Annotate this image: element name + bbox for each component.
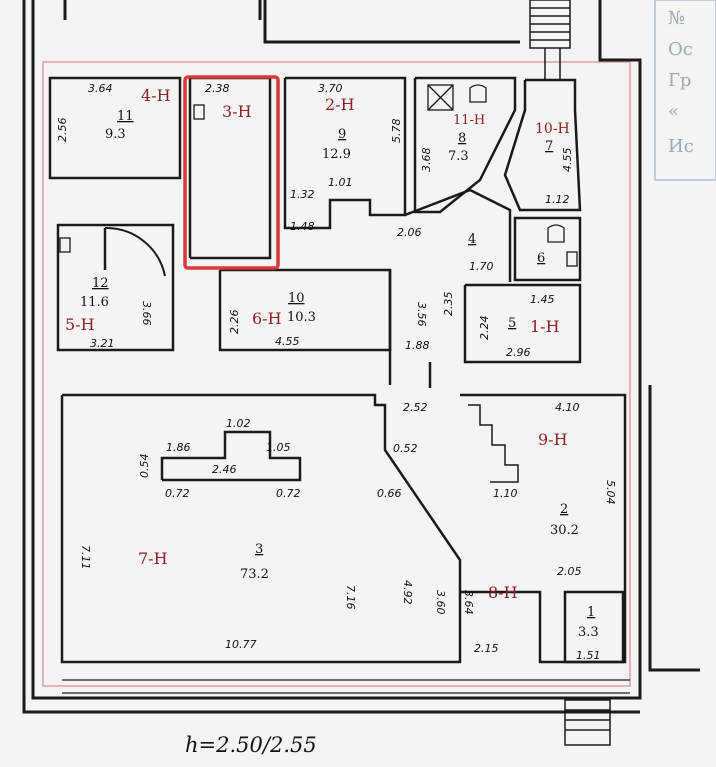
stamp-line-5: Ис — [668, 136, 694, 157]
room-3-area: 73.2 — [240, 567, 269, 582]
room-2-area: 30.2 — [550, 523, 579, 538]
dim-label: 5.04 — [604, 480, 617, 505]
dim-label: 1.10 — [493, 487, 518, 500]
dim-label: 4.10 — [555, 401, 580, 414]
room-10-area: 10.3 — [287, 310, 316, 325]
dim-label: 2.26 — [228, 310, 241, 335]
dim-label: 1.48 — [290, 220, 315, 233]
dim-label: 0.72 — [165, 487, 190, 500]
label-3n: 3-Н — [222, 102, 252, 121]
dim-label: 3.21 — [90, 337, 115, 350]
spiral-stair — [104, 226, 166, 277]
premise-3n-highlight[interactable] — [183, 75, 280, 270]
dim-label: 1.51 — [576, 649, 601, 662]
room-9-number: 9 — [338, 127, 346, 142]
room-3-number: 3 — [255, 542, 263, 557]
room-11-area: 9.3 — [105, 127, 126, 142]
dim-label: 1.32 — [290, 188, 315, 201]
dim-label: 2.35 — [442, 292, 455, 317]
room-6-number: 6 — [537, 251, 545, 266]
window-band — [62, 679, 630, 694]
label-1n: 1-Н — [530, 317, 560, 336]
dim-label: 2.96 — [506, 346, 531, 359]
dim-label: 3.70 — [318, 82, 343, 95]
dim-label: 1.12 — [545, 193, 570, 206]
dim-label: 2.06 — [397, 226, 422, 239]
dim-label: 2.05 — [557, 565, 582, 578]
dim-label: 10.77 — [225, 638, 257, 651]
dim-label: 4.55 — [275, 335, 300, 348]
dim-label: 7.16 — [344, 585, 357, 610]
ceiling-height-note: h=2.50/2.55 — [185, 733, 317, 757]
label-10n: 10-Н — [535, 121, 570, 137]
interior-walls — [48, 76, 627, 664]
outer-walls — [22, 0, 700, 714]
room-12-number: 12 — [92, 276, 109, 291]
dim-label: 1.01 — [328, 176, 353, 189]
label-7n: 7-Н — [138, 549, 168, 568]
room-11-number: 11 — [117, 109, 134, 124]
dim-label: 0.52 — [393, 442, 418, 455]
label-6n: 6-Н — [252, 309, 282, 328]
dim-label: 1.70 — [469, 260, 494, 273]
room-4-number: 4 — [468, 232, 476, 247]
dim-label: 0.66 — [377, 487, 402, 500]
room-9-area: 12.9 — [322, 147, 351, 162]
inner-stairs — [468, 404, 519, 483]
label-8n: 8-Н — [488, 583, 518, 602]
dim-label: 0.54 — [138, 454, 151, 479]
top-stairs — [529, 0, 571, 80]
dim-label: 4.55 — [561, 148, 574, 173]
dim-label: 1.05 — [266, 441, 291, 454]
dim-label: 2.56 — [56, 118, 69, 143]
dim-label: 2.38 — [205, 82, 230, 95]
room-8-area: 7.3 — [448, 149, 469, 164]
label-4n: 4-Н — [141, 86, 171, 105]
room-2-number: 2 — [560, 502, 568, 517]
dim-label: 3.64 — [462, 590, 475, 615]
stamp-line-2: Ос — [668, 39, 693, 60]
label-2n: 2-Н — [325, 95, 355, 114]
bottom-stairs — [564, 699, 611, 746]
dim-label: 1.02 — [226, 417, 251, 430]
label-11n: 11-Н — [453, 113, 485, 128]
dim-label: 3.66 — [140, 301, 153, 326]
stamp-line-4: « — [668, 101, 679, 122]
fixtures — [59, 84, 578, 267]
dim-label: 1.86 — [166, 441, 191, 454]
label-5n: 5-Н — [65, 315, 95, 334]
dim-label: 2.24 — [478, 316, 491, 341]
dim-label: 3.56 — [415, 302, 428, 327]
room-10-number: 10 — [288, 291, 305, 306]
stamp-line-3: Гр — [668, 70, 691, 91]
dim-label: 1.45 — [530, 293, 555, 306]
dim-label: 3.68 — [420, 148, 433, 173]
dim-label: 2.46 — [212, 463, 237, 476]
stamp-line-1: № — [668, 8, 685, 29]
room-1-number: 1 — [587, 605, 595, 620]
room-1-area: 3.3 — [578, 625, 599, 640]
premises-boundary — [42, 61, 631, 687]
dim-label: 4.92 — [401, 580, 414, 605]
dim-label: 5.78 — [390, 119, 403, 144]
label-9n: 9-Н — [538, 430, 568, 449]
dim-label: 0.72 — [276, 487, 301, 500]
stamp-box: № Ос Гр « Ис — [654, 0, 716, 181]
room-12-area: 11.6 — [80, 295, 109, 310]
dim-label: 1.88 — [405, 339, 430, 352]
dim-label: 3.60 — [434, 590, 447, 615]
room-8-number: 8 — [458, 131, 466, 146]
room-7-number: 7 — [545, 139, 553, 154]
dim-label: 2.15 — [474, 642, 499, 655]
dim-label: 3.64 — [88, 82, 113, 95]
dim-label: 2.52 — [403, 401, 428, 414]
dim-label: 7.11 — [79, 545, 92, 570]
room-5-number: 5 — [508, 316, 516, 331]
